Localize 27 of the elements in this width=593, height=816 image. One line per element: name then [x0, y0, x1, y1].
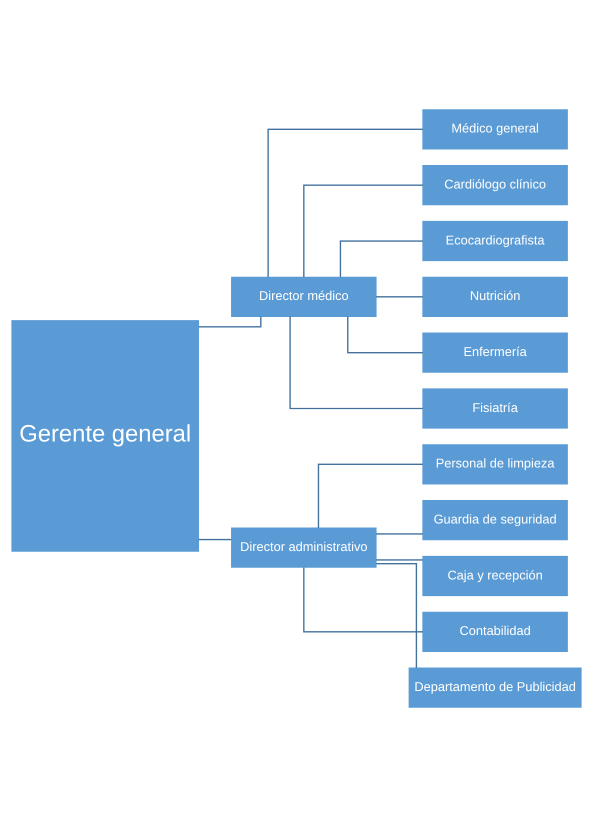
connector — [376, 532, 423, 534]
node-box: Ecocardiografista — [422, 220, 568, 261]
node-box: Director administrativo — [231, 526, 377, 568]
node-box: Enfermería — [422, 332, 568, 372]
node-box: Nutrición — [422, 276, 568, 316]
connector — [318, 463, 423, 528]
node-box: Guardia de seguridad — [422, 500, 568, 540]
node-box: Gerente general — [11, 320, 200, 552]
connector — [376, 558, 423, 560]
connector — [303, 184, 423, 277]
node-box: Director médico — [231, 276, 377, 316]
node-box: Contabilidad — [422, 611, 568, 652]
node-box: Personal de limpieza — [422, 444, 568, 484]
node-box: Cardiólogo clínico — [422, 164, 568, 205]
connector — [198, 316, 262, 327]
node-box: Fisiatría — [422, 388, 568, 428]
connector — [347, 316, 423, 353]
node-box: Caja y recepción — [422, 555, 568, 596]
connector — [303, 567, 423, 632]
connector — [198, 538, 232, 540]
node-box: Médico general — [422, 108, 568, 149]
connector — [376, 562, 418, 668]
connector — [289, 316, 423, 409]
connector — [340, 240, 423, 276]
connector — [267, 128, 423, 276]
node-box: Departamento de Publicidad — [408, 667, 582, 708]
connector — [376, 296, 423, 298]
